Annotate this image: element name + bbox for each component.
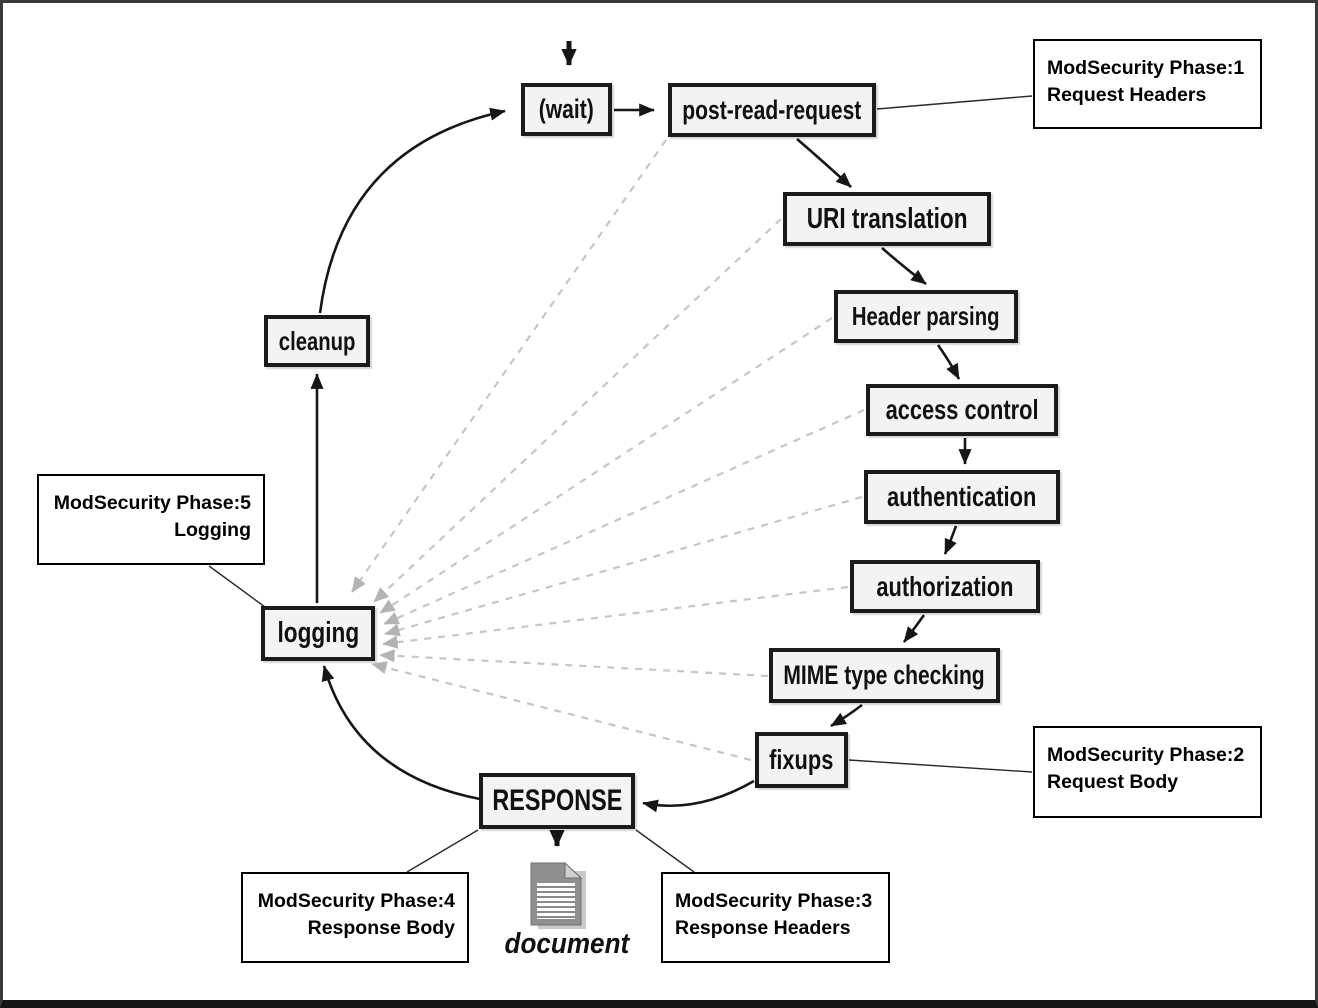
node-response: RESPONSE <box>479 773 635 829</box>
annotation-phase3-line2: Response Headers <box>675 917 851 939</box>
edge-cleanup-to-wait <box>318 107 506 314</box>
annotation-phase2: ModSecurity Phase:2 Request Body <box>1033 726 1262 818</box>
annotation-phase5-line1: ModSecurity Phase:5 <box>53 492 251 514</box>
node-cleanup: cleanup <box>264 315 370 367</box>
node-header-parsing-label: Header parsing <box>852 301 1000 331</box>
edge-fixups-to-response <box>642 779 755 813</box>
node-response-label: RESPONSE <box>491 784 623 817</box>
annotation-phase4-line2: Response Body <box>307 917 455 939</box>
connector-phase2-to-fixups <box>848 759 1033 773</box>
node-access-control: access control <box>866 384 1058 436</box>
edge-mime-type-checking-to-fixups <box>830 703 863 728</box>
node-authorization-label: authorization <box>876 570 1014 602</box>
connector-phase4-to-response <box>406 829 479 873</box>
node-fixups-label: fixups <box>769 744 834 775</box>
edge-post-read-request-to-uri-translation <box>796 138 852 188</box>
annotation-phase5: ModSecurity Phase:5 Logging <box>37 474 265 565</box>
node-mime-type-checking: MIME type checking <box>769 648 1000 703</box>
node-uri-translation: URI translation <box>783 192 991 246</box>
node-logging: logging <box>261 606 375 661</box>
edge-header-parsing-to-access-control <box>936 344 961 380</box>
node-header-parsing: Header parsing <box>834 290 1018 343</box>
node-logging-label: logging <box>277 617 359 649</box>
node-post-read-request-label: post-read-request <box>682 94 862 125</box>
annotation-phase2-line2: Request Body <box>1047 771 1179 793</box>
annotation-phase2-line1: ModSecurity Phase:2 <box>1047 744 1245 766</box>
dashed-access-control-to-logging <box>383 408 865 626</box>
dashed-header-parsing-to-logging <box>379 317 833 614</box>
connector-phase1-to-post-read-request <box>876 95 1033 110</box>
node-fixups: fixups <box>755 732 848 788</box>
annotation-phase1-line2: Request Headers <box>1047 84 1207 106</box>
node-cleanup-label: cleanup <box>278 325 356 356</box>
dashed-authorization-to-logging <box>382 585 849 649</box>
edge-uri-translation-to-header-parsing <box>881 247 927 286</box>
document-icon <box>524 861 592 938</box>
dashed-uri-translation-to-logging <box>373 218 782 603</box>
node-authentication: authentication <box>864 470 1060 524</box>
dashed-authentication-to-logging <box>384 495 863 637</box>
annotation-phase3-line1: ModSecurity Phase:3 <box>675 890 873 912</box>
connector-phase3-to-response <box>635 829 695 873</box>
annotation-phase3: ModSecurity Phase:3 Response Headers <box>661 872 890 963</box>
node-authentication-label: authentication <box>887 481 1037 512</box>
node-mime-type-checking-label: MIME type checking <box>783 660 986 690</box>
node-post-read-request: post-read-request <box>668 83 876 137</box>
edge-authorization-to-mime-type-checking <box>902 614 926 643</box>
annotation-phase4: ModSecurity Phase:4 Response Body <box>241 872 469 963</box>
dashed-mime-type-checking-to-logging <box>379 649 769 678</box>
edge-authentication-to-authorization <box>943 525 958 555</box>
annotation-phase5-line2: Logging <box>174 519 251 541</box>
node-wait: (wait) <box>521 83 612 136</box>
node-authorization: authorization <box>850 560 1040 613</box>
dashed-post-read-request-to-logging <box>351 139 667 593</box>
node-wait-label: (wait) <box>539 94 594 124</box>
dashed-fixups-to-logging <box>371 661 752 762</box>
edge-response-to-logging <box>321 665 481 801</box>
annotation-phase1: ModSecurity Phase:1 Request Headers <box>1033 39 1262 129</box>
node-uri-translation-label: URI translation <box>806 202 968 235</box>
document-label: document <box>504 928 630 960</box>
node-access-control-label: access control <box>885 394 1039 425</box>
annotation-phase1-line1: ModSecurity Phase:1 <box>1047 57 1245 79</box>
annotation-phase4-line1: ModSecurity Phase:4 <box>257 890 455 912</box>
connector-phase5-to-logging <box>208 565 266 608</box>
